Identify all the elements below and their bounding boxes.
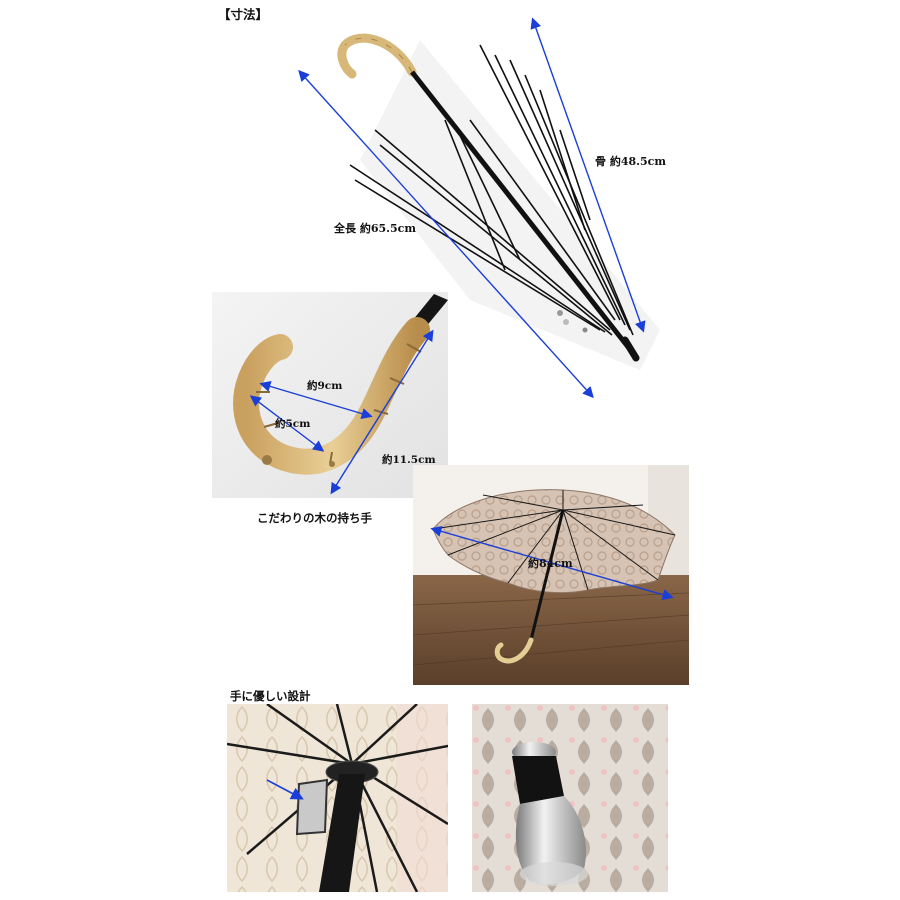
rib-length-arrow [530, 17, 646, 333]
section-title: 【寸法】 [218, 7, 269, 22]
bamboo-handle [337, 33, 417, 79]
total-length-arrow [298, 69, 594, 399]
total-length-label: 全長 約65.5cm [334, 222, 416, 235]
handle-caption: こだわりの木の持ち手 [257, 511, 372, 525]
open-umbrella-photo [413, 465, 689, 685]
folded-umbrella-diagram [298, 17, 660, 399]
design-caption: 手に優しい設計 [230, 689, 311, 703]
handle-photo [212, 292, 448, 498]
rib-length-label: 骨 約48.5cm [595, 155, 666, 168]
runner-closeup-photo [227, 704, 448, 892]
handle-inner-label: 約5cm [275, 418, 311, 430]
tip-closeup-photo [472, 704, 668, 892]
handle-width-label: 約9cm [307, 380, 343, 392]
diameter-label: 約84cm [528, 557, 573, 570]
handle-height-label: 約11.5cm [382, 454, 436, 466]
